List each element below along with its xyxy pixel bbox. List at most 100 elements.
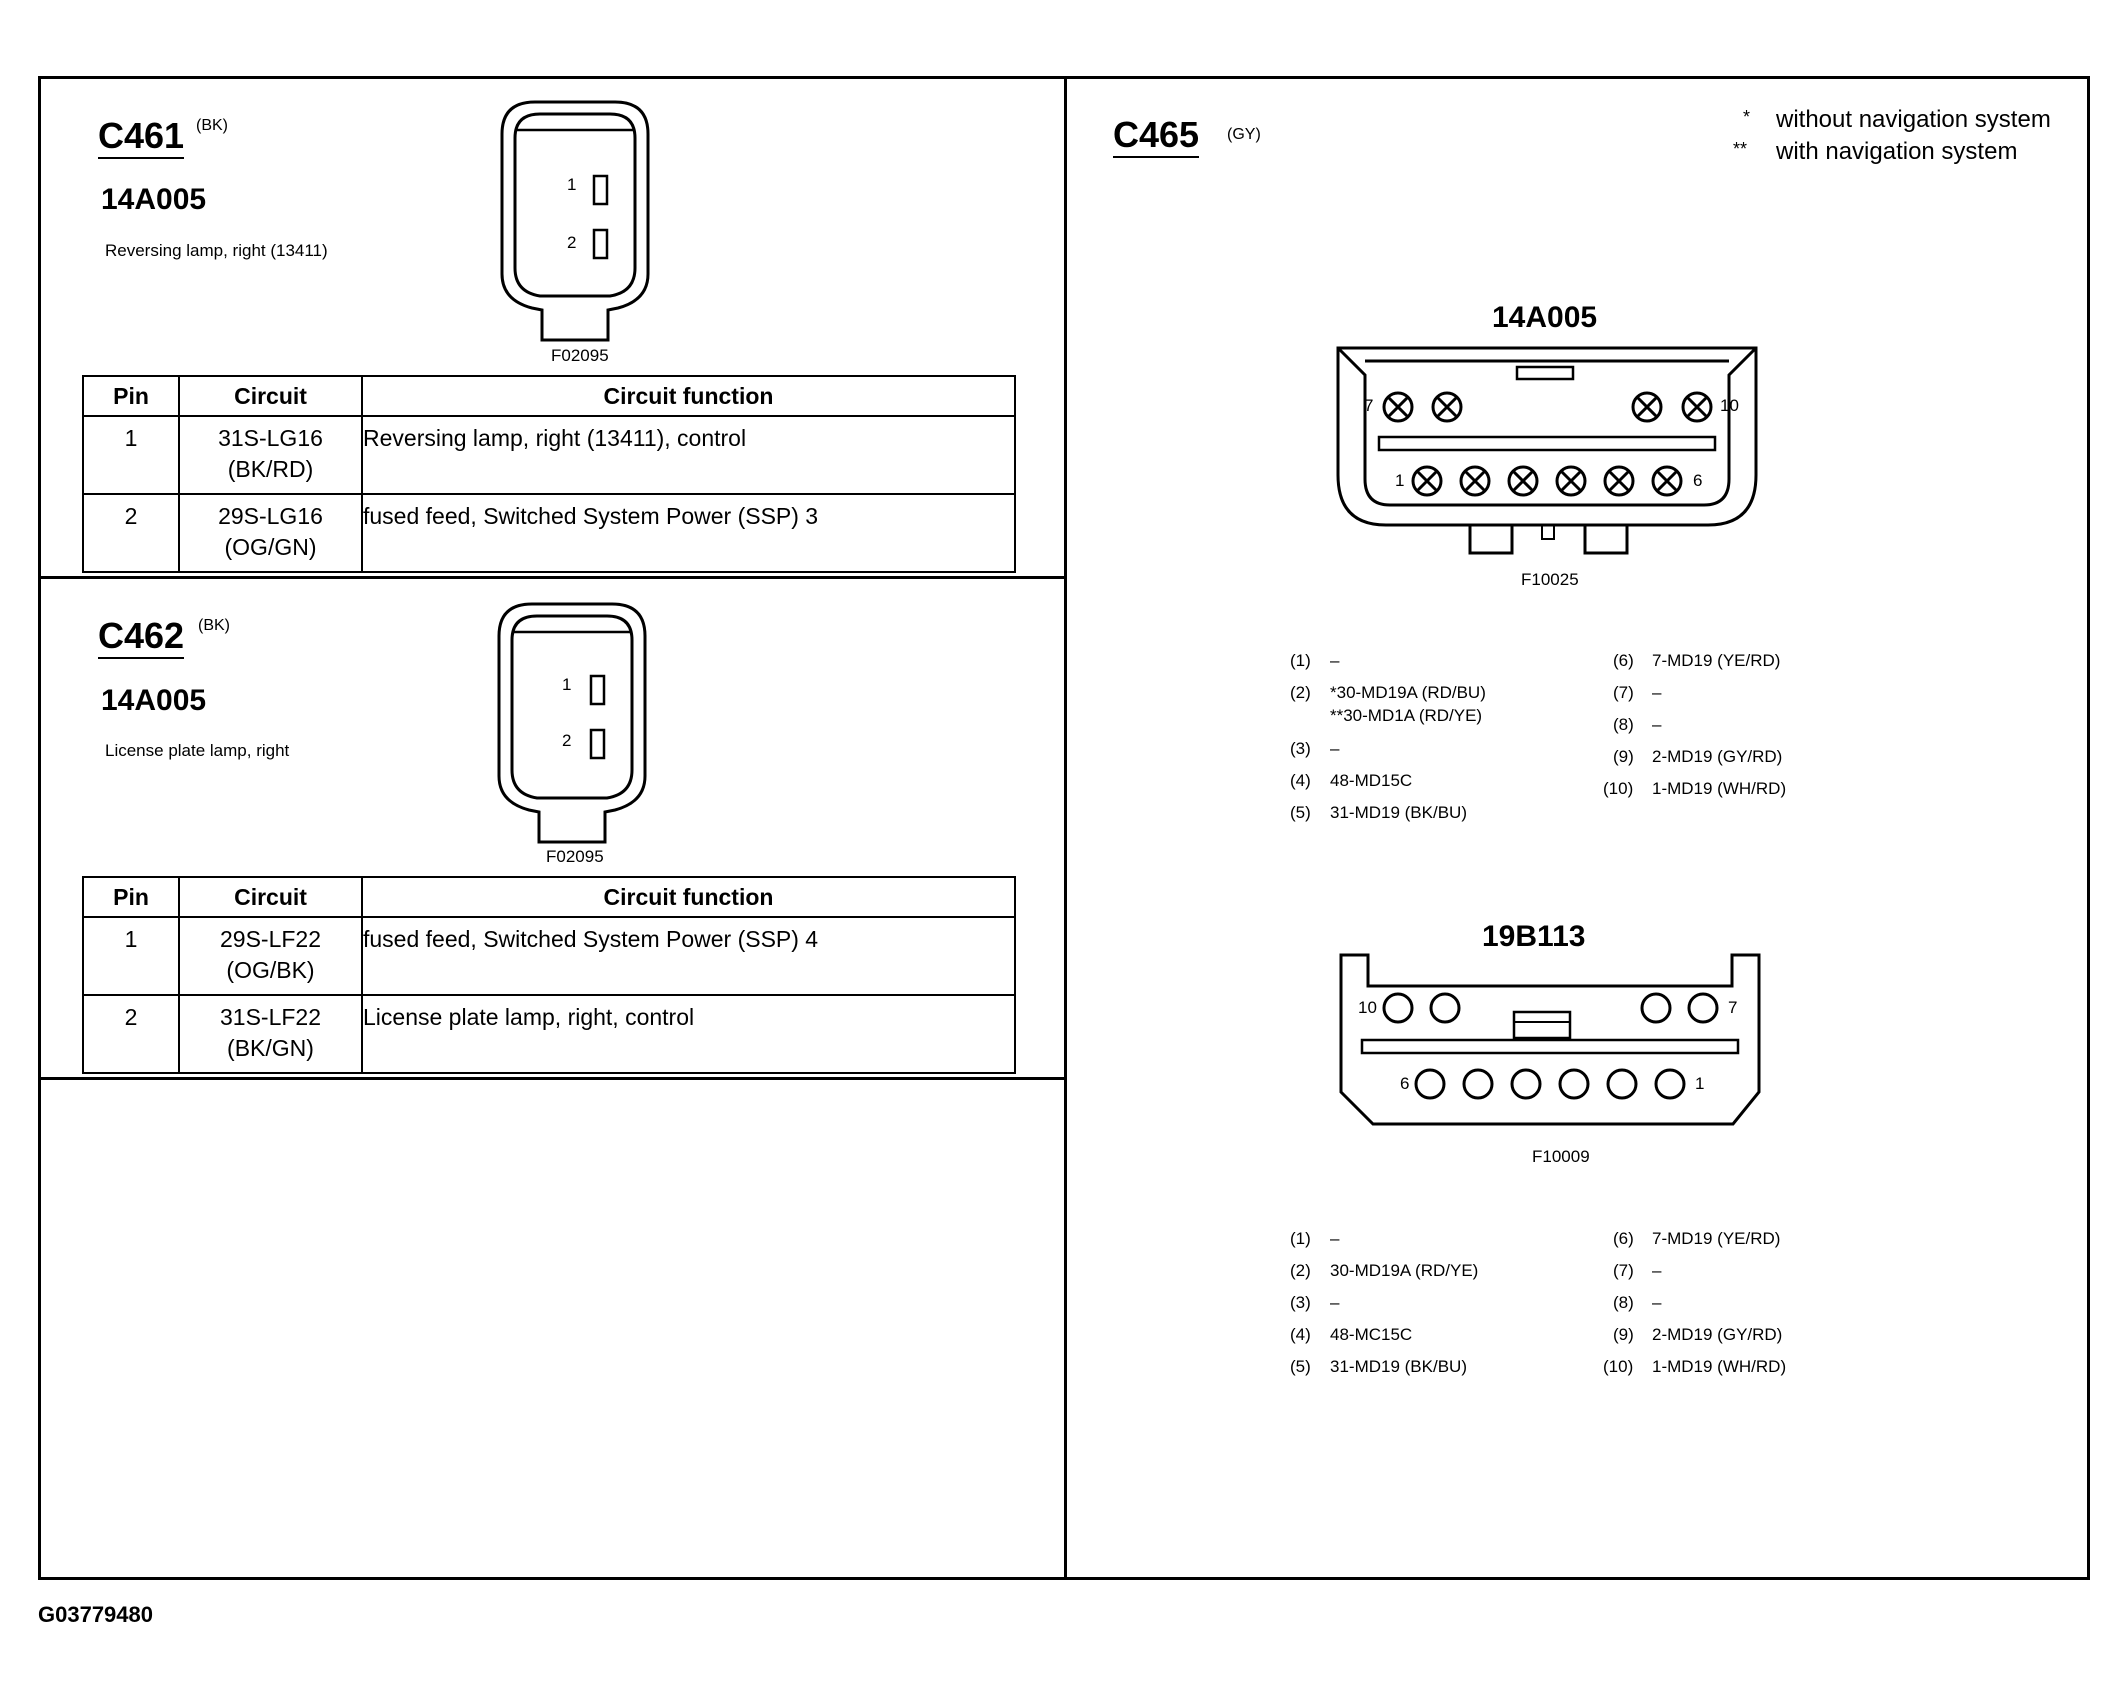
pin-num: (2) xyxy=(1290,683,1311,702)
pin-num: (10) xyxy=(1603,779,1634,798)
c462-color: (BK) xyxy=(198,617,230,634)
circuit-function: Reversing lamp, right (13411), control xyxy=(361,415,1016,495)
pin-circuit: 48-MC15C xyxy=(1330,1325,1413,1344)
header-circuit: Circuit xyxy=(178,375,363,417)
c465-title: C465 xyxy=(1113,114,1200,155)
pin-num: (4) xyxy=(1290,771,1311,790)
pin-circuit: – xyxy=(1652,683,1662,702)
pin-num: (10) xyxy=(1603,1357,1634,1376)
pin-circuit: – xyxy=(1330,1293,1340,1312)
table-header-row: Pin Circuit Circuit function xyxy=(82,375,1016,417)
pin-circuit: 2-MD19 (GY/RD) xyxy=(1652,747,1783,766)
c462-description: License plate lamp, right xyxy=(105,741,290,760)
pin-num: (1) xyxy=(1290,651,1311,670)
divider-c462-bottom xyxy=(38,1077,1066,1080)
c462-part-number: 14A005 xyxy=(101,684,207,717)
table-row: 2 31S-LF22(BK/GN) License plate lamp, ri… xyxy=(82,994,1016,1074)
pin-num: (3) xyxy=(1290,739,1311,758)
c465-b-pin-label-7: 7 xyxy=(1728,998,1738,1017)
pin-num: (9) xyxy=(1613,1325,1634,1344)
circuit-code: 31S-LG16 xyxy=(218,425,323,451)
c461-part-number: 14A005 xyxy=(101,183,207,216)
c462-pin-label-2: 2 xyxy=(562,731,572,750)
circuit-cell: 31S-LG16(BK/RD) xyxy=(178,415,363,495)
c465-b-part-number: 19B113 xyxy=(1482,920,1586,953)
pin-circuit: 30-MD19A (RD/YE) xyxy=(1330,1261,1479,1280)
pin-num: (4) xyxy=(1290,1325,1311,1344)
pin-circuit: – xyxy=(1330,1229,1340,1248)
pin-circuit: 2-MD19 (GY/RD) xyxy=(1652,1325,1783,1344)
pin-circuit: 1-MD19 (WH/RD) xyxy=(1652,1357,1787,1376)
wire-color: (OG/GN) xyxy=(224,534,317,560)
pin-circuit: – xyxy=(1652,715,1662,734)
c462-connector-face xyxy=(497,602,647,844)
c465-b-pin-label-10: 10 xyxy=(1358,998,1377,1017)
c461-figure-code: F02095 xyxy=(551,346,609,365)
circuit-cell: 29S-LF22 (OG/BK) xyxy=(178,916,363,996)
pin-number: 1 xyxy=(82,916,180,996)
circuit-code: 29S-LF22 xyxy=(219,926,321,952)
pin-num: (7) xyxy=(1613,683,1634,702)
pin-num: (8) xyxy=(1613,715,1634,734)
pin-num: (6) xyxy=(1613,1229,1634,1248)
circuit-code: 29S-LG16 xyxy=(218,503,323,529)
legend-text-without-nav: without navigation system xyxy=(1776,106,2051,133)
c462-figure-code: F02095 xyxy=(546,847,604,866)
vertical-divider xyxy=(1064,76,1067,1580)
pin-number: 2 xyxy=(82,994,180,1074)
c465-a-pin-label-7: 7 xyxy=(1364,396,1374,415)
table-row: 1 31S-LG16(BK/RD) Reversing lamp, right … xyxy=(82,415,1016,495)
circuit-cell: 29S-LG16 (OG/GN) xyxy=(178,493,363,573)
pin-circuit-alt: **30-MD1A (RD/YE) xyxy=(1330,706,1483,725)
wire-color: (OG/BK) xyxy=(226,957,315,983)
pin-num: (7) xyxy=(1613,1261,1634,1280)
pin-num: (9) xyxy=(1613,747,1634,766)
figure-code-footer: G03779480 xyxy=(38,1602,153,1627)
pin-circuit: 7-MD19 (YE/RD) xyxy=(1652,651,1781,670)
c465-title-underline xyxy=(1113,156,1199,158)
circuit-function: fused feed, Switched System Power (SSP) … xyxy=(361,493,1016,573)
pin-circuit: 7-MD19 (YE/RD) xyxy=(1652,1229,1781,1248)
header-circuit-function: Circuit function xyxy=(361,876,1016,918)
pin-num: (1) xyxy=(1290,1229,1311,1248)
table-header-row: Pin Circuit Circuit function xyxy=(82,876,1016,918)
c461-description: Reversing lamp, right (13411) xyxy=(105,241,328,260)
table-row: 2 29S-LG16(OG/GN) fused feed, Switched S… xyxy=(82,493,1016,573)
c465-a-pin-label-6: 6 xyxy=(1693,471,1703,490)
c461-color: (BK) xyxy=(196,117,228,134)
pin-num: (6) xyxy=(1613,651,1634,670)
pin-circuit: – xyxy=(1652,1293,1662,1312)
c461-title-underline xyxy=(98,157,184,159)
header-circuit-function: Circuit function xyxy=(361,375,1016,417)
c461-connector-face xyxy=(500,100,650,342)
c461-title: C461 xyxy=(98,115,185,156)
pin-num: (5) xyxy=(1290,803,1311,822)
pin-circuit: 31-MD19 (BK/BU) xyxy=(1330,1357,1467,1376)
circuit-code: 31S-LF22 xyxy=(219,1004,321,1030)
c461-pin-label-1: 1 xyxy=(567,175,577,194)
c465-b-figure-code: F10009 xyxy=(1532,1147,1590,1166)
c465-a-pin-label-1: 1 xyxy=(1395,471,1405,490)
circuit-function: fused feed, Switched System Power (SSP) … xyxy=(361,916,1016,996)
pin-number: 1 xyxy=(82,415,180,495)
header-pin: Pin xyxy=(82,375,180,417)
legend-mark-single: * xyxy=(1743,107,1751,127)
c465-a-figure-code: F10025 xyxy=(1521,570,1579,589)
table-row: 1 29S-LF22 (OG/BK) fused feed, Switched S… xyxy=(82,916,1016,996)
pin-circuit: 48-MD15C xyxy=(1330,771,1413,790)
pin-circuit: – xyxy=(1330,739,1340,758)
pin-circuit: – xyxy=(1330,651,1340,670)
c462-title-underline xyxy=(98,657,184,659)
c461-pin-table: Pin Circuit Circuit function 1 31S-LG16(… xyxy=(82,375,1016,573)
c465-b-pin-label-1: 1 xyxy=(1695,1074,1705,1093)
pin-circuit: *30-MD19A (RD/BU) xyxy=(1330,683,1486,702)
pin-num: (5) xyxy=(1290,1357,1311,1376)
c462-pin-table: Pin Circuit Circuit function 1 29S-LF22 (… xyxy=(82,876,1016,1074)
c465-a-pin-label-10: 10 xyxy=(1720,396,1739,415)
c465-b-connector-face xyxy=(1339,953,1761,1126)
pin-circuit: – xyxy=(1652,1261,1662,1280)
pin-num: (3) xyxy=(1290,1293,1311,1312)
c462-title: C462 xyxy=(98,615,185,656)
circuit-function: License plate lamp, right, control xyxy=(361,994,1016,1074)
pin-num: (2) xyxy=(1290,1261,1311,1280)
